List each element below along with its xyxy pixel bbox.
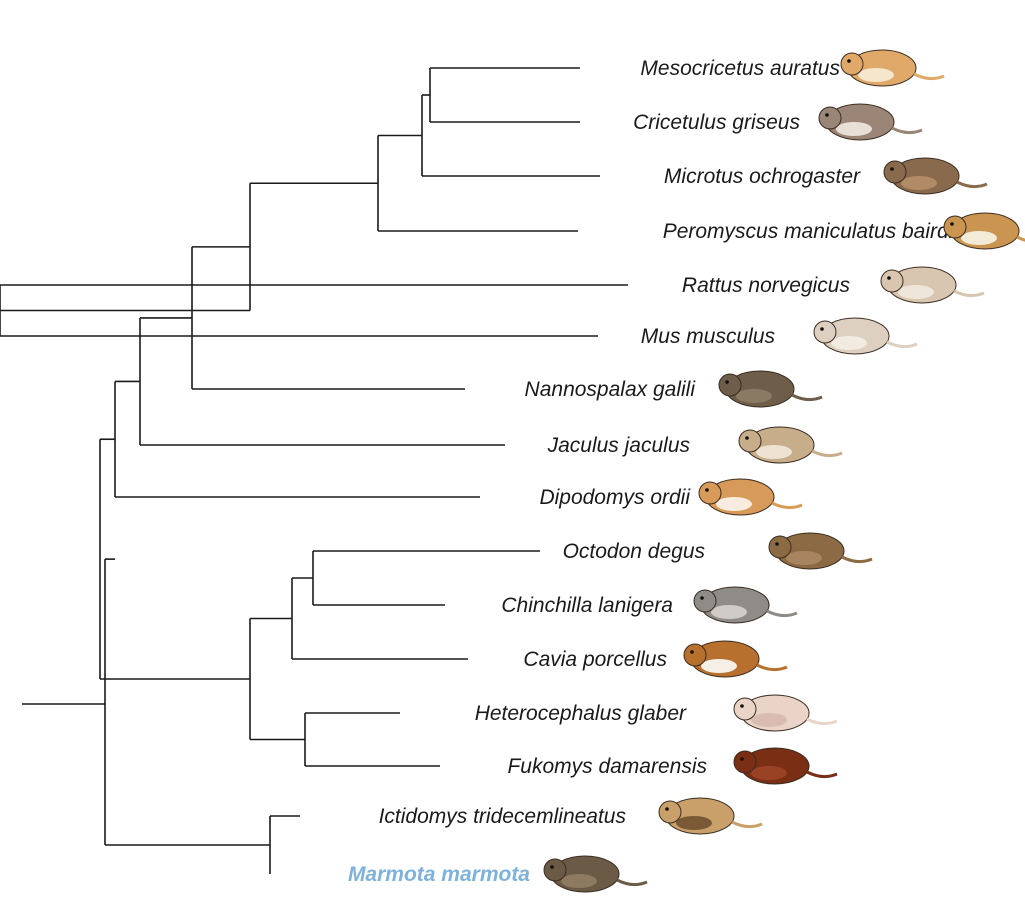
species-label: Microtus ochrogaster [664,165,861,188]
degu-icon [769,533,872,569]
species-label: Mesocricetus auratus [640,57,840,80]
chinchilla-icon [694,587,797,623]
species-label: Marmota marmota [348,863,530,886]
mouse-icon [814,318,917,354]
species-label: Rattus norvegicus [682,274,851,297]
species-label: Nannospalax galili [525,378,697,401]
naked-mole-rat-icon [734,695,837,731]
jerboa-icon [739,427,842,463]
damaraland-mole-rat-icon [734,748,837,784]
species-label: Cricetulus griseus [633,111,800,134]
species-label: Cavia porcellus [523,648,667,671]
species-label: Octodon degus [563,540,706,563]
ground-squirrel-icon [659,798,762,834]
species-label: Ictidomys tridecemlineatus [379,805,627,828]
blind-mole-rat-icon [719,371,822,407]
deer-mouse-icon [944,213,1025,249]
species-label: Peromyscus maniculatus bairdii [663,220,960,243]
species-label: Mus musculus [641,325,776,348]
marmot-icon [544,856,647,892]
rat-icon [881,267,984,303]
species-label: Fukomys damarensis [507,755,707,778]
chinese-hamster-icon [819,104,922,140]
golden-hamster-icon [841,50,944,86]
species-label: Dipodomys ordii [539,486,691,509]
guinea-pig-icon [684,641,787,677]
species-label: Chinchilla lanigera [501,594,673,617]
species-label: Jaculus jaculus [547,434,691,457]
species-label: Heterocephalus glaber [475,702,687,725]
prairie-vole-icon [884,158,987,194]
kangaroo-rat-icon [699,479,802,515]
